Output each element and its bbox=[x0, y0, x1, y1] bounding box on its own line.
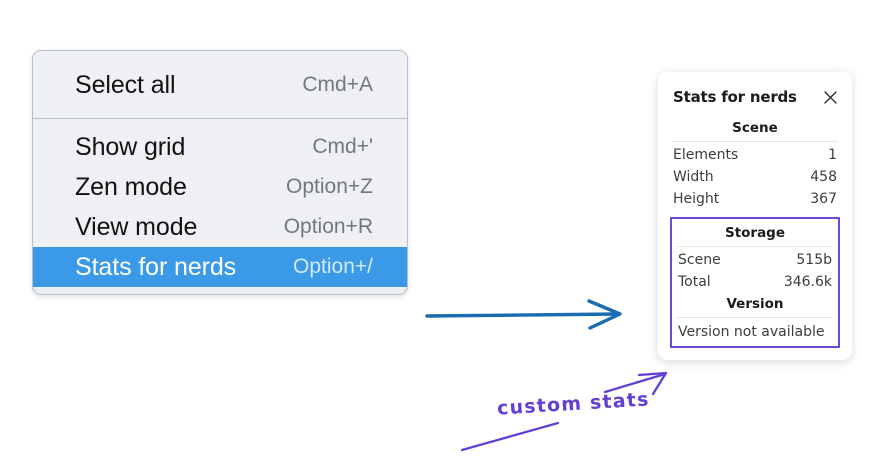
menu-item-shortcut: Option+R bbox=[283, 215, 373, 238]
stat-label: Width bbox=[673, 169, 714, 185]
menu-item-stats-for-nerds[interactable]: Stats for nerds Option+/ bbox=[33, 247, 407, 287]
menu-item-label: View mode bbox=[75, 212, 198, 241]
scene-section: Scene Elements 1 Width 458 Height 367 bbox=[670, 118, 840, 210]
stat-row-elements: Elements 1 bbox=[670, 144, 840, 166]
close-icon[interactable] bbox=[822, 89, 838, 105]
menu-item-view-mode[interactable]: View mode Option+R bbox=[33, 207, 407, 247]
menu-item-label: Select all bbox=[75, 70, 176, 99]
menu-item-shortcut: Cmd+' bbox=[312, 135, 373, 158]
menu-item-label: Show grid bbox=[75, 132, 186, 161]
stats-for-nerds-panel: Stats for nerds Scene Elements 1 Width 4… bbox=[658, 72, 852, 360]
stats-panel-title: Stats for nerds bbox=[673, 88, 797, 106]
stat-value: 515b bbox=[796, 252, 832, 268]
divider bbox=[677, 317, 833, 318]
menu-item-zen-mode[interactable]: Zen mode Option+Z bbox=[33, 167, 407, 207]
stat-label: Scene bbox=[678, 252, 721, 268]
purple-underline-stroke bbox=[460, 421, 560, 452]
menu-item-select-all[interactable]: Select all Cmd+A bbox=[33, 65, 407, 105]
menu-item-label: Stats for nerds bbox=[75, 252, 237, 281]
menu-item-shortcut: Option+Z bbox=[286, 175, 373, 198]
version-text: Version not available bbox=[678, 324, 825, 340]
version-heading: Version bbox=[726, 296, 784, 312]
menu-item-show-grid[interactable]: Show grid Cmd+' bbox=[33, 127, 407, 167]
stat-row-storage-scene: Scene 515b bbox=[675, 249, 835, 271]
context-menu[interactable]: Select all Cmd+A Show grid Cmd+' Zen mod… bbox=[32, 50, 408, 295]
stat-row-height: Height 367 bbox=[670, 188, 840, 210]
scene-heading: Scene bbox=[732, 120, 778, 136]
stats-panel-header: Stats for nerds bbox=[673, 88, 838, 106]
stat-value: 1 bbox=[828, 147, 837, 163]
stat-row-width: Width 458 bbox=[670, 166, 840, 188]
divider bbox=[672, 141, 838, 142]
menu-item-label: Zen mode bbox=[75, 172, 187, 201]
menu-separator bbox=[33, 118, 407, 119]
version-section: Version Version not available bbox=[675, 293, 835, 341]
blue-arrow bbox=[425, 299, 622, 330]
stat-value: 367 bbox=[810, 191, 837, 207]
menu-group-1: Select all Cmd+A bbox=[33, 51, 407, 118]
stat-value: 458 bbox=[810, 169, 837, 185]
stat-row-storage-total: Total 346.6k bbox=[675, 271, 835, 293]
stat-value: 346.6k bbox=[783, 274, 832, 290]
custom-stats-annotation-label: custom stats bbox=[496, 388, 651, 420]
menu-group-2: Show grid Cmd+' Zen mode Option+Z View m… bbox=[33, 119, 407, 294]
custom-stats-highlight-box: Storage Scene 515b Total 346.6k Version … bbox=[670, 217, 840, 348]
storage-section: Storage Scene 515b Total 346.6k bbox=[675, 222, 835, 293]
stat-label: Height bbox=[673, 191, 720, 207]
storage-heading: Storage bbox=[724, 225, 786, 241]
stat-label: Elements bbox=[673, 147, 739, 163]
divider bbox=[677, 246, 833, 247]
menu-item-shortcut: Option+/ bbox=[293, 255, 373, 278]
menu-item-shortcut: Cmd+A bbox=[302, 73, 373, 96]
stat-label: Total bbox=[678, 274, 711, 290]
